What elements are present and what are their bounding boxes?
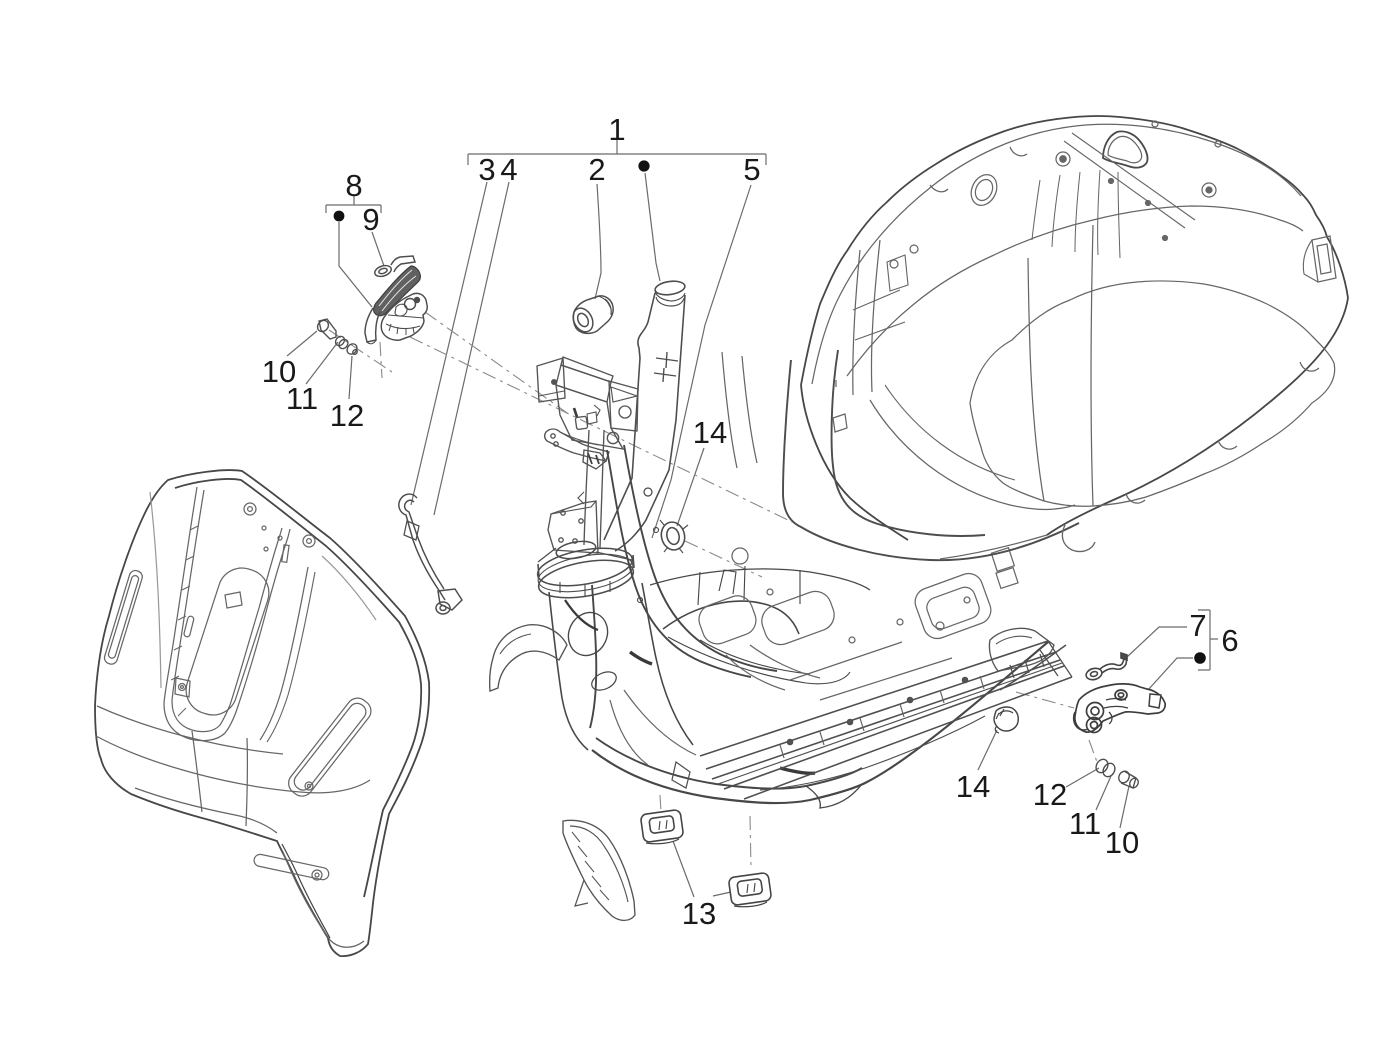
svg-text:3: 3 xyxy=(478,152,495,187)
svg-text:14: 14 xyxy=(693,415,727,450)
svg-text:7: 7 xyxy=(1189,608,1206,643)
svg-text:1: 1 xyxy=(608,112,625,147)
svg-text:10: 10 xyxy=(1105,825,1139,860)
svg-text:8: 8 xyxy=(345,168,362,203)
svg-text:10: 10 xyxy=(262,354,296,389)
svg-text:13: 13 xyxy=(682,896,716,931)
svg-text:4: 4 xyxy=(500,152,517,187)
svg-text:6: 6 xyxy=(1221,623,1238,658)
svg-text:12: 12 xyxy=(330,398,364,433)
svg-text:9: 9 xyxy=(362,202,379,237)
svg-text:14: 14 xyxy=(956,769,990,804)
svg-text:2: 2 xyxy=(588,152,605,187)
svg-text:12: 12 xyxy=(1033,777,1067,812)
svg-text:11: 11 xyxy=(286,381,318,416)
svg-text:11: 11 xyxy=(1069,806,1101,841)
svg-text:5: 5 xyxy=(743,152,760,187)
